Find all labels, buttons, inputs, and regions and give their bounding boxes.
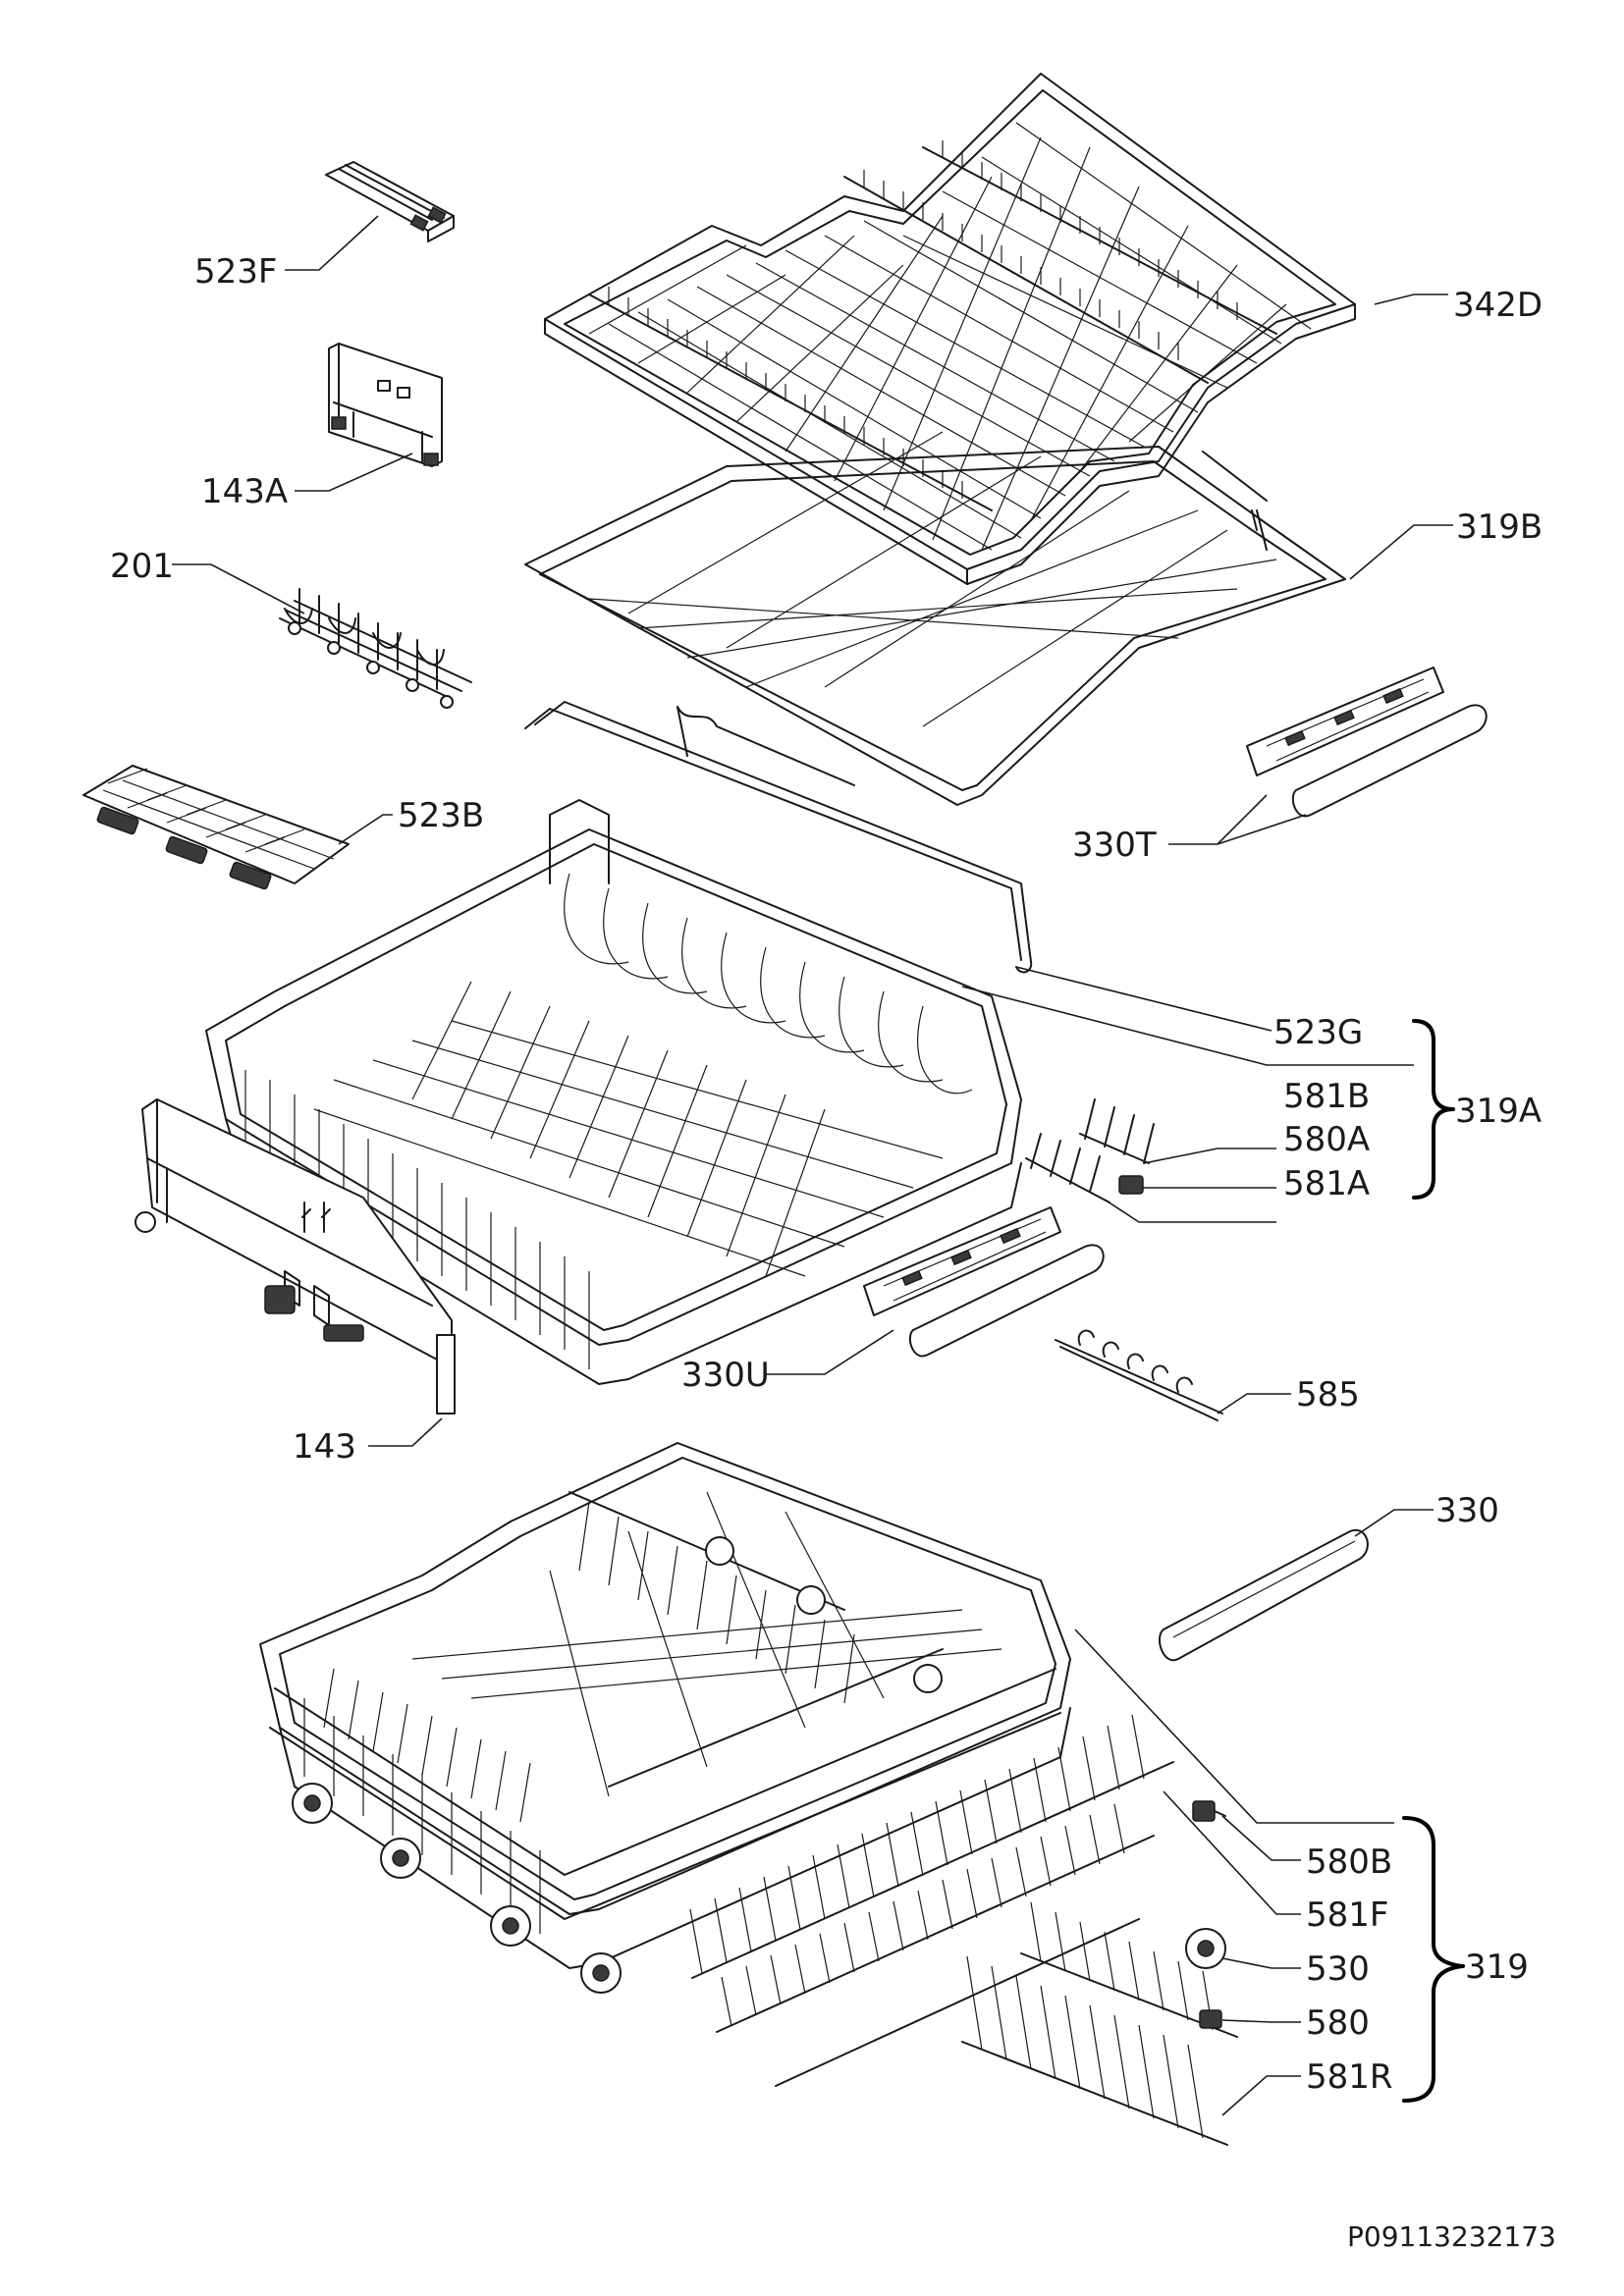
label-523B: 523B bbox=[398, 796, 484, 835]
label-581B: 581B bbox=[1283, 1077, 1370, 1116]
part-330-rail bbox=[1159, 1528, 1369, 1662]
label-581R: 581R bbox=[1306, 2057, 1393, 2097]
label-330: 330 bbox=[1435, 1491, 1499, 1530]
label-523G: 523G bbox=[1273, 1013, 1363, 1052]
part-143-side-bracket bbox=[135, 1098, 456, 1415]
part-523B-cup-tray bbox=[82, 765, 350, 890]
brace-319 bbox=[1402, 1816, 1465, 2103]
part-581F-tine-rack bbox=[689, 1714, 1174, 2087]
label-523F: 523F bbox=[194, 252, 277, 292]
part-330U-rail bbox=[863, 1206, 1105, 1358]
part-342D-cutlery-tray bbox=[544, 73, 1356, 585]
part-580A-clip bbox=[1118, 1175, 1144, 1195]
part-labels: 523F 342D 143A 201 319B 523B 330T 523G 5… bbox=[110, 252, 1556, 2253]
label-580A: 580A bbox=[1283, 1120, 1370, 1159]
part-319A-upper-basket bbox=[205, 799, 1022, 1385]
label-143: 143 bbox=[293, 1427, 356, 1467]
label-319: 319 bbox=[1465, 1948, 1529, 1987]
label-585: 585 bbox=[1296, 1375, 1360, 1415]
part-585-clip-bar bbox=[1055, 1329, 1223, 1421]
part-580-clip bbox=[1199, 2009, 1222, 2029]
part-143A-bracket bbox=[328, 343, 443, 467]
part-319-lower-basket bbox=[259, 1442, 1071, 1994]
label-530: 530 bbox=[1306, 1949, 1370, 1989]
label-330T: 330T bbox=[1072, 826, 1157, 865]
part-523G-handle bbox=[524, 701, 1033, 974]
label-342D: 342D bbox=[1453, 286, 1543, 325]
brace-319A bbox=[1412, 1019, 1455, 1200]
label-580: 580 bbox=[1306, 2003, 1370, 2043]
part-523F-clip bbox=[325, 161, 455, 242]
part-581A-tine-row bbox=[1025, 1133, 1110, 1203]
leader-lines bbox=[172, 215, 1453, 2116]
label-201: 201 bbox=[110, 547, 174, 586]
braces bbox=[1402, 1019, 1465, 2103]
part-530-wheel bbox=[1185, 1928, 1226, 1969]
part-580B-clip bbox=[1192, 1800, 1226, 1822]
label-319A: 319A bbox=[1455, 1092, 1542, 1131]
part-330T-rail bbox=[1246, 667, 1488, 818]
label-581F: 581F bbox=[1306, 1896, 1388, 1935]
label-580B: 580B bbox=[1306, 1842, 1392, 1882]
part-581B-tine-row bbox=[1079, 1098, 1155, 1164]
part-319B-frame bbox=[524, 431, 1346, 806]
label-143A: 143A bbox=[201, 472, 288, 511]
label-319B: 319B bbox=[1456, 507, 1543, 547]
label-581A: 581A bbox=[1283, 1164, 1370, 1203]
part-201-spike-insert bbox=[279, 588, 472, 709]
label-330U: 330U bbox=[681, 1356, 770, 1395]
diagram-code: P09113232173 bbox=[1347, 2220, 1556, 2253]
